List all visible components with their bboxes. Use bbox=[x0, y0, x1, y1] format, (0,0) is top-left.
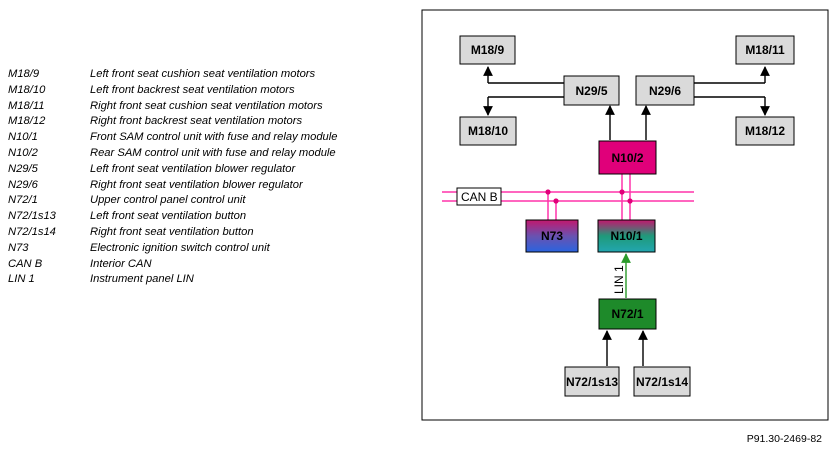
legend-code: CAN B bbox=[8, 257, 43, 270]
diagram-frame bbox=[421, 9, 829, 421]
can-bus-label: CAN B bbox=[461, 190, 498, 204]
legend-description: Left front seat ventilation blower regul… bbox=[90, 162, 296, 175]
legend-row: N29/5 Left front seat ventilation blower … bbox=[8, 162, 338, 178]
svg-text:N72/1s13: N72/1s13 bbox=[566, 375, 618, 389]
legend-code: N72/1s14 bbox=[8, 225, 56, 238]
legend-row: CAN B Interior CAN bbox=[8, 257, 338, 273]
svg-text:N10/1: N10/1 bbox=[610, 229, 642, 243]
legend-description: Left front seat cushion seat ventilation… bbox=[90, 68, 316, 80]
legend-row: LIN 1 Instrument panel LIN bbox=[8, 272, 338, 288]
svg-text:M18/12: M18/12 bbox=[745, 124, 785, 138]
legend-row: M18/11 Right front seat cushion seat vent… bbox=[8, 99, 338, 115]
legend-code: N72/1 bbox=[8, 194, 38, 207]
connections-buttons bbox=[602, 330, 648, 366]
legend-code: M18/12 bbox=[8, 115, 46, 128]
box-n10-1: N10/1 bbox=[597, 219, 656, 253]
legend-code: M18/11 bbox=[8, 99, 45, 112]
box-n72-1: N72/1 bbox=[598, 298, 657, 330]
legend-code: N10/1 bbox=[8, 131, 38, 144]
svg-text:M18/10: M18/10 bbox=[468, 124, 508, 138]
connections-right-seat bbox=[694, 66, 770, 116]
connections-n10-2-to-regulators bbox=[605, 105, 651, 140]
box-n73: N73 bbox=[525, 219, 579, 253]
legend-description: Left front backrest seat ventilation mot… bbox=[90, 83, 295, 96]
legend-code: N73 bbox=[8, 241, 29, 254]
legend-row: N72/1s14 Right front seat ventilation but… bbox=[8, 225, 338, 241]
legend-code: N72/1s13 bbox=[8, 210, 56, 223]
svg-text:N29/5: N29/5 bbox=[575, 84, 607, 98]
can-bus-junctions bbox=[545, 189, 633, 204]
legend-description: Instrument panel LIN bbox=[90, 273, 194, 286]
svg-text:N29/6: N29/6 bbox=[649, 84, 681, 98]
svg-text:N73: N73 bbox=[541, 229, 563, 243]
legend-description: Upper control panel control unit bbox=[90, 194, 246, 207]
legend-code: N29/6 bbox=[8, 178, 38, 191]
legend-description: Right front seat ventilation button bbox=[90, 225, 254, 238]
legend-description: Right front seat ventilation blower regu… bbox=[90, 178, 303, 191]
legend: M18/9 Left front seat cushion seat ventil… bbox=[8, 67, 338, 288]
svg-text:N10/2: N10/2 bbox=[611, 151, 643, 165]
lin-label: LIN 1 bbox=[612, 265, 626, 294]
box-n72-1s13: N72/1s13 bbox=[564, 366, 620, 397]
legend-row: N29/6 Right front seat ventilation blower… bbox=[8, 178, 338, 194]
legend-code: LIN 1 bbox=[8, 273, 35, 286]
box-n29-6: N29/6 bbox=[635, 75, 695, 106]
legend-description: Left front seat ventilation button bbox=[90, 210, 247, 223]
box-m18-9: M18/9 bbox=[459, 35, 516, 65]
box-n72-1s14: N72/1s14 bbox=[633, 366, 691, 397]
legend-code: N10/2 bbox=[8, 146, 38, 159]
box-n10-2: N10/2 bbox=[598, 140, 657, 175]
box-n29-5: N29/5 bbox=[563, 75, 620, 106]
legend-description: Rear SAM control unit with fuse and rela… bbox=[90, 146, 336, 159]
legend-row: N10/2 Rear SAM control unit with fuse and… bbox=[8, 146, 338, 162]
legend-row: M18/10 Left front backrest seat ventilati… bbox=[8, 83, 338, 99]
connections-left-seat bbox=[483, 66, 564, 116]
box-m18-12: M18/12 bbox=[735, 116, 795, 146]
legend-row: N73 Electronic ignition switch control un… bbox=[8, 241, 338, 257]
legend-row: N10/1 Front SAM control unit with fuse an… bbox=[8, 130, 338, 146]
legend-description: Right front seat cushion seat ventilatio… bbox=[90, 99, 323, 112]
legend-description: Front SAM control unit with fuse and rel… bbox=[90, 131, 338, 144]
legend-row: N72/1s13 Left front seat ventilation butt… bbox=[8, 209, 338, 225]
legend-code: M18/10 bbox=[8, 83, 46, 96]
legend-row: N72/1 Upper control panel control unit bbox=[8, 193, 338, 209]
svg-text:M18/11: M18/11 bbox=[745, 43, 785, 57]
legend-row: M18/9 Left front seat cushion seat ventil… bbox=[8, 67, 338, 83]
legend-description: Interior CAN bbox=[90, 257, 152, 270]
legend-description: Right front backrest seat ventilation mo… bbox=[90, 115, 303, 128]
svg-text:N72/1s14: N72/1s14 bbox=[636, 375, 688, 389]
legend-row: M18/12 Right front backrest seat ventilat… bbox=[8, 114, 338, 130]
legend-description: Electronic ignition switch control unit bbox=[90, 241, 270, 254]
legend-code: M18/9 bbox=[8, 68, 40, 80]
svg-text:M18/9: M18/9 bbox=[471, 43, 505, 57]
can-bus-label-box bbox=[456, 187, 502, 206]
box-m18-10: M18/10 bbox=[459, 116, 517, 146]
box-m18-11: M18/11 bbox=[735, 35, 795, 65]
legend-code: N29/5 bbox=[8, 162, 38, 175]
figure-reference: P91.30-2469-82 bbox=[746, 433, 822, 445]
svg-text:N72/1: N72/1 bbox=[611, 307, 643, 321]
